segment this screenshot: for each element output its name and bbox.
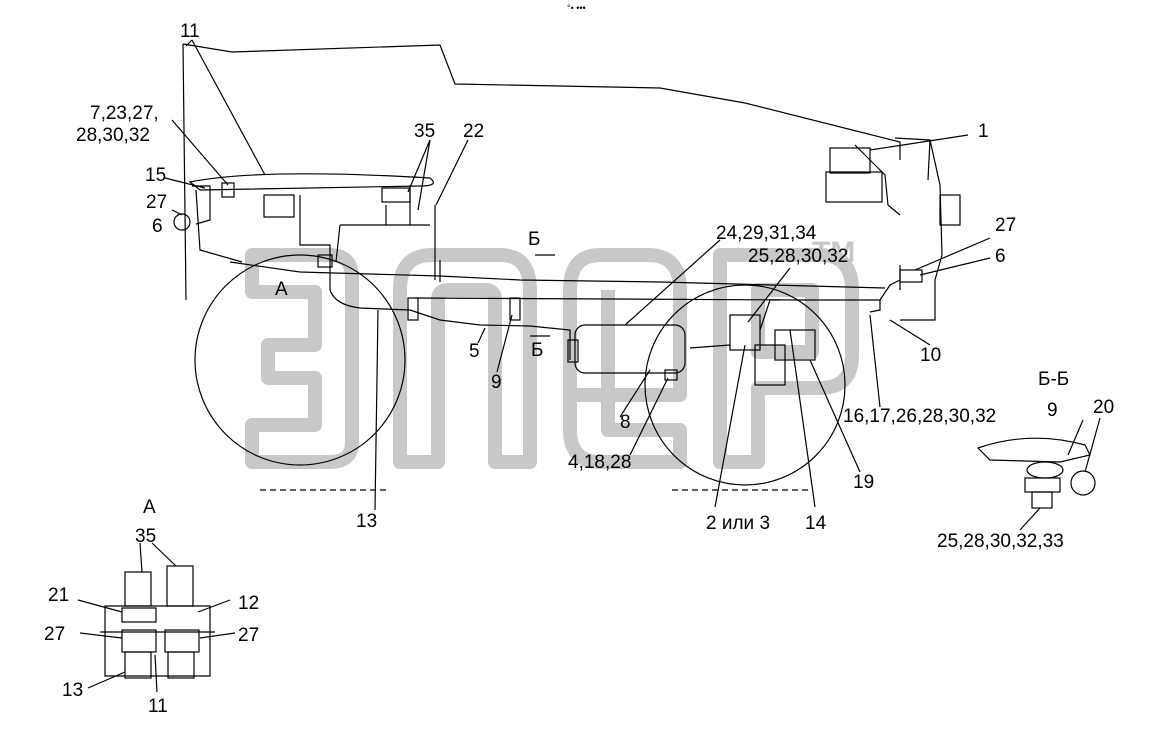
callout-6-right: 6: [995, 246, 1006, 267]
fitting-15: [221, 182, 235, 198]
callout-22: 22: [463, 121, 485, 142]
callout-19: 19: [853, 472, 875, 493]
callout-27-left: 27: [146, 192, 168, 213]
detail-a-callout-11: 11: [148, 696, 168, 717]
callout-4-18-28: 4,18,28: [568, 452, 632, 473]
section-marker-b-top: Б: [528, 229, 541, 250]
detail-a-callout-21: 21: [48, 585, 70, 606]
detail-a-callout-27-right: 27: [238, 625, 260, 646]
top-mark: °• •••: [567, 3, 586, 13]
cab-outline: [894, 137, 943, 321]
section-bb-callout-25-28-30-32-33: 25,28,30,32,33: [937, 531, 1064, 552]
front-wheel: [644, 284, 846, 486]
dump-body-outline: [182, 43, 901, 301]
callout-6-left: 6: [152, 216, 163, 237]
leader-lines: [164, 39, 991, 511]
callout-27-right: 27: [995, 215, 1017, 236]
callout-15: 15: [145, 165, 167, 186]
callout-10: 10: [920, 345, 942, 366]
air-receiver-tank: [574, 324, 686, 374]
callout-24-29-31-34: 24,29,31,34: [716, 223, 817, 244]
callout-28-30-32: 28,30,32: [76, 125, 150, 146]
callout-13-main: 13: [356, 511, 378, 532]
callout-35: 35: [414, 121, 436, 142]
detail-a-callout-13: 13: [62, 680, 84, 701]
callout-25-28-30-32-main: 25,28,30,32: [748, 246, 849, 267]
section-marker-b-bottom: Б: [531, 340, 544, 361]
section-bb-title: Б-Б: [1038, 369, 1070, 390]
detail-a-drawing: [77, 542, 236, 693]
valve-unit: [729, 314, 761, 351]
detail-a-callout-27-left: 27: [44, 624, 66, 645]
detail-a-title: А: [143, 497, 156, 518]
section-bb-callout-20: 20: [1093, 397, 1115, 418]
watermark-logo: [245, 248, 859, 469]
rear-fender: [188, 173, 434, 191]
view-marker-a: А: [275, 279, 288, 300]
callout-7-23-27: 7,23,27,: [90, 103, 159, 124]
section-bb-drawing: [976, 417, 1101, 531]
callout-11: 11: [180, 21, 200, 42]
callout-16-17-26-28-30-32: 16,17,26,28,30,32: [843, 406, 997, 427]
callout-1: 1: [978, 121, 989, 142]
callout-14: 14: [805, 513, 827, 534]
main-air-line: [299, 195, 571, 360]
rear-wheel: [194, 254, 406, 466]
callout-9-main: 9: [491, 372, 502, 393]
watermark-tm: TM: [812, 236, 855, 269]
detail-a-callout-12: 12: [238, 593, 260, 614]
section-bb-callout-9: 9: [1047, 400, 1058, 421]
detail-a-callout-35: 35: [135, 526, 157, 547]
callout-2-or-3: 2 или 3: [706, 513, 771, 534]
callout-8: 8: [620, 412, 631, 433]
callout-5: 5: [469, 341, 480, 362]
